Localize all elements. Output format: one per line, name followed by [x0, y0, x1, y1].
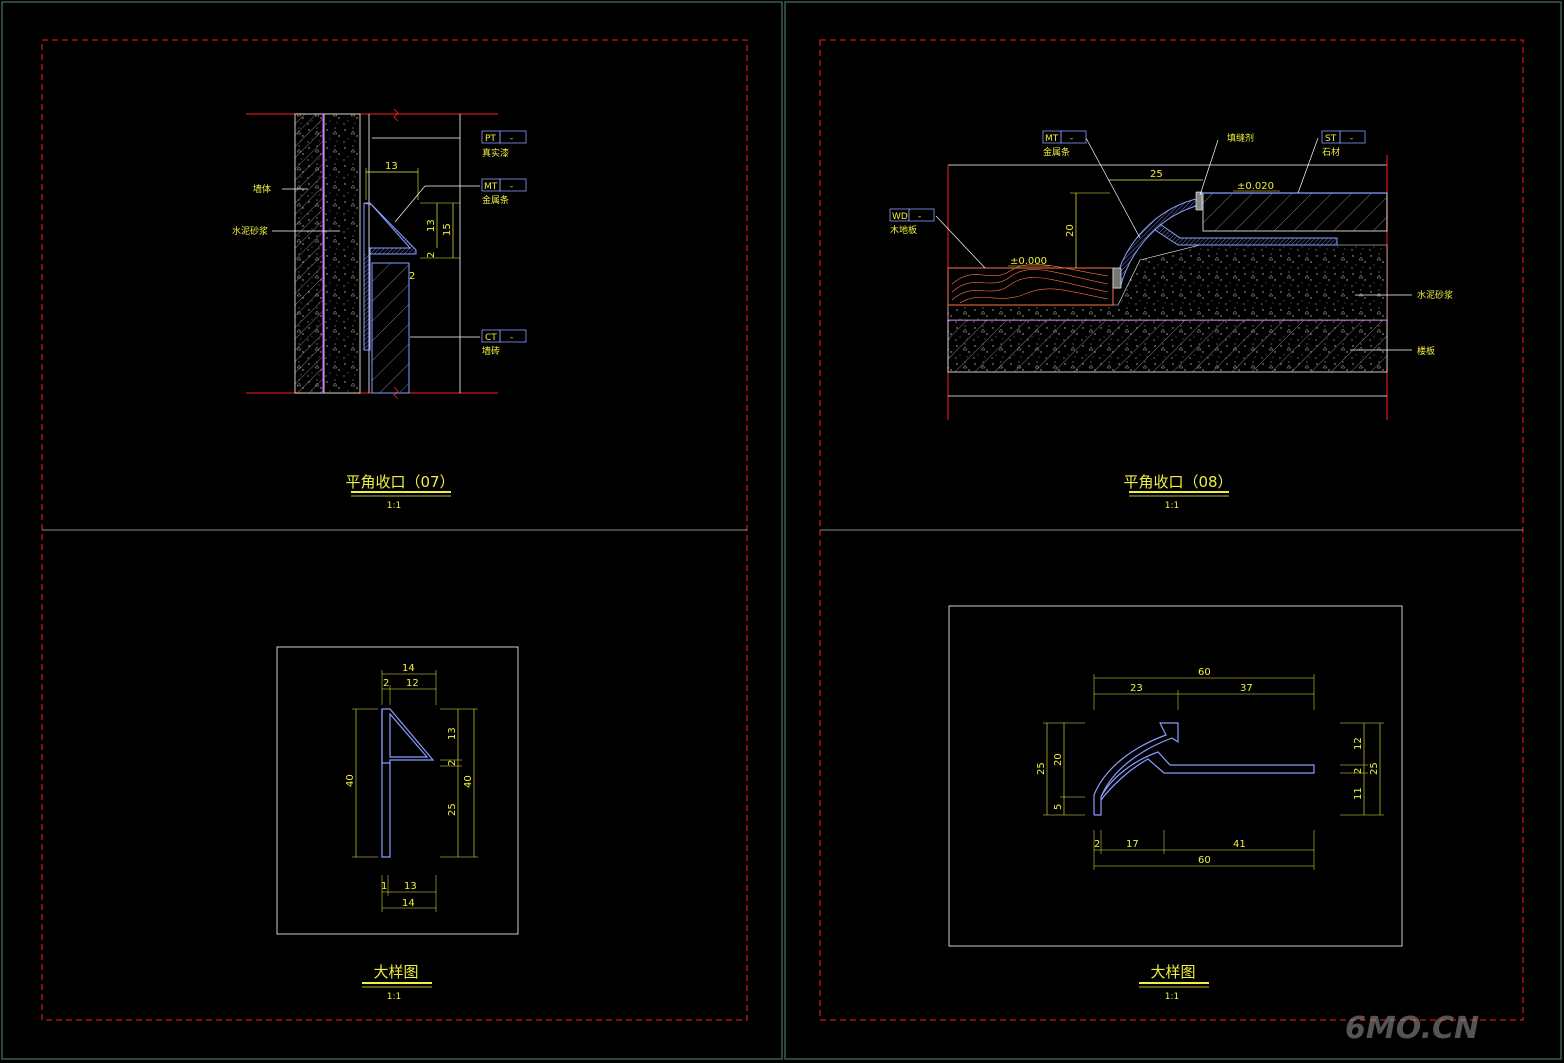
- tag-07-mt: MT - 金属条: [481, 178, 527, 206]
- dim-p08-r1: 12: [1353, 737, 1364, 750]
- dim-p08-r3: 11: [1353, 787, 1364, 800]
- label-08-sealant: 填缝剂: [1227, 132, 1254, 144]
- profile-07-detail: 14 2 12 40 13 2 25 40 1 13 14: [276, 646, 519, 935]
- panel-title: 大样图: [373, 963, 418, 981]
- tag-07-pt: PT - 真实漆: [481, 130, 527, 159]
- level-08-wood: ±0.000: [1010, 256, 1047, 267]
- svg-text:WD: WD: [892, 212, 908, 222]
- panel-title: 平角收口（08）: [1123, 473, 1232, 491]
- svg-text:MT: MT: [484, 182, 498, 192]
- detail-08-section: 25 20 ±0.020 ±0.000 MT - 金属条 ST - 石材: [889, 130, 1453, 420]
- dim-08-vertical: 20: [1065, 224, 1076, 237]
- label-08-mortar: 水泥砂浆: [1417, 289, 1453, 301]
- dim-p08-left-b: 5: [1053, 804, 1064, 810]
- svg-text:-: -: [510, 182, 513, 192]
- watermark: 6MO.CN: [1345, 1011, 1479, 1046]
- dim-p07-r3: 25: [447, 803, 458, 816]
- dim-p07-r1: 13: [447, 727, 458, 740]
- svg-text:石材: 石材: [1322, 146, 1340, 158]
- dim-07-h2: 15: [442, 223, 453, 236]
- svg-text:PT: PT: [485, 134, 496, 144]
- dim-p08-bot-total: 60: [1198, 855, 1211, 866]
- title-block-07: 平角收口（07） 1:1: [345, 473, 454, 511]
- panel-scale: 1:1: [387, 501, 401, 511]
- tag-08-wd: WD - 木地板: [889, 208, 935, 236]
- tag-07-ct: CT - 墙砖: [481, 329, 527, 357]
- dim-p08-bot-c: 41: [1233, 839, 1246, 850]
- dim-07-gap: 2: [409, 271, 415, 282]
- dim-08-horizontal: 25: [1150, 169, 1163, 180]
- dim-p08-bot-b: 17: [1126, 839, 1139, 850]
- dim-p07-bot-total: 14: [402, 898, 415, 909]
- svg-text:-: -: [1070, 134, 1073, 144]
- dim-07-top: 13: [385, 161, 398, 172]
- tag-08-st: ST - 石材: [1321, 130, 1366, 158]
- dim-07-h3: 2: [426, 252, 437, 258]
- dim-p08-top-total: 60: [1198, 667, 1211, 678]
- svg-text:-: -: [510, 134, 513, 144]
- title-block-profile-08: 大样图 1:1: [1139, 963, 1209, 1002]
- dim-p08-top-b: 37: [1240, 683, 1253, 694]
- dim-p07-top-a: 2: [383, 678, 389, 689]
- tag-08-mt: MT - 金属条: [1042, 130, 1087, 158]
- panel-title: 平角收口（07）: [345, 473, 454, 491]
- dim-p07-bot-b: 13: [404, 881, 417, 892]
- level-08-stone: ±0.020: [1237, 181, 1274, 192]
- panel-title: 大样图: [1150, 963, 1195, 981]
- dim-p07-right-total: 40: [463, 775, 474, 788]
- dim-p07-bot-a: 1: [381, 881, 387, 892]
- svg-text:金属条: 金属条: [1043, 146, 1070, 158]
- dim-p08-left-a: 20: [1053, 753, 1064, 766]
- svg-text:真实漆: 真实漆: [482, 147, 509, 159]
- dim-p08-bot-a: 2: [1094, 839, 1100, 850]
- profile-08-detail: 60 23 37 25 20 5 12 2 11 25 2 17 41 60: [948, 605, 1403, 947]
- panel-scale: 1:1: [1165, 501, 1179, 511]
- label-07-mortar: 水泥砂浆: [232, 225, 268, 237]
- svg-text:金属条: 金属条: [482, 194, 509, 206]
- dim-p08-top-a: 23: [1130, 683, 1143, 694]
- label-07-wall: 墙体: [253, 183, 271, 195]
- svg-text:MT: MT: [1045, 134, 1059, 144]
- dim-p07-r2: 2: [447, 760, 458, 766]
- svg-text:木地板: 木地板: [890, 224, 917, 236]
- detail-07-section: 13 13 15 2 2 PT - 真实漆 MT - 金属条: [232, 108, 527, 400]
- panel-scale: 1:1: [1165, 992, 1179, 1002]
- dim-07-h1: 13: [426, 219, 437, 232]
- dim-p08-r2: 2: [1353, 768, 1364, 774]
- panel-scale: 1:1: [387, 992, 401, 1002]
- dim-p08-left-total: 25: [1036, 762, 1047, 775]
- dim-p08-right-total: 25: [1369, 762, 1380, 775]
- dim-p07-top-b: 12: [406, 678, 419, 689]
- title-block-08: 平角收口（08） 1:1: [1123, 473, 1232, 511]
- svg-text:-: -: [1350, 134, 1353, 144]
- svg-text:CT: CT: [485, 333, 497, 343]
- svg-text:墙砖: 墙砖: [482, 345, 500, 357]
- svg-text:ST: ST: [1325, 134, 1337, 144]
- svg-text:-: -: [918, 212, 921, 222]
- label-08-slab: 楼板: [1417, 345, 1435, 357]
- title-block-profile-07: 大样图 1:1: [362, 963, 432, 1002]
- dim-p07-left: 40: [345, 774, 356, 787]
- svg-text:-: -: [510, 333, 513, 343]
- dim-p07-top-total: 14: [402, 663, 415, 674]
